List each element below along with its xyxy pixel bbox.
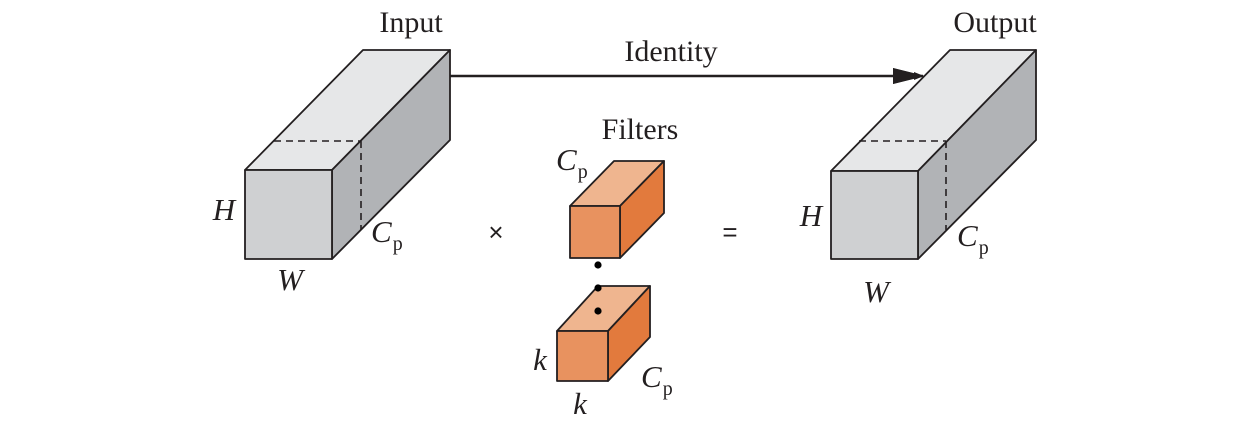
output-width-label: W: [863, 274, 892, 309]
filter-top-channel-label: Cp: [556, 142, 588, 183]
output-tensor: [830, 49, 1037, 260]
filters-title: Filters: [602, 113, 679, 146]
input-height-label: H: [212, 192, 237, 227]
ellipsis-dot: [594, 307, 602, 315]
output-channel-label: Cp: [957, 218, 989, 259]
identity-arrowhead-front: [893, 68, 925, 84]
output-front-face: [830, 170, 919, 260]
equals-operator: =: [722, 217, 737, 247]
input-channel-label: Cp: [371, 214, 403, 255]
ellipsis-dots: [594, 261, 602, 315]
input-tensor: [244, 49, 451, 260]
input-front-face: [244, 169, 333, 260]
ellipsis-dot: [594, 284, 602, 292]
filter-kernel-first: [569, 160, 665, 259]
output-title: Output: [953, 6, 1037, 39]
multiply-operator: ×: [488, 217, 503, 247]
output-height-label: H: [799, 198, 824, 233]
input-title: Input: [379, 6, 443, 39]
filter-height-label: k: [533, 342, 548, 377]
identity-label: Identity: [624, 35, 717, 68]
filter-width-label: k: [573, 386, 588, 421]
ellipsis-dot: [594, 261, 602, 269]
filter2-front-face: [556, 330, 609, 382]
input-width-label: W: [277, 262, 306, 297]
filter-channel-label: Cp: [641, 359, 673, 400]
filter1-front-face: [569, 205, 621, 259]
filter-kernel-last: [556, 285, 651, 382]
